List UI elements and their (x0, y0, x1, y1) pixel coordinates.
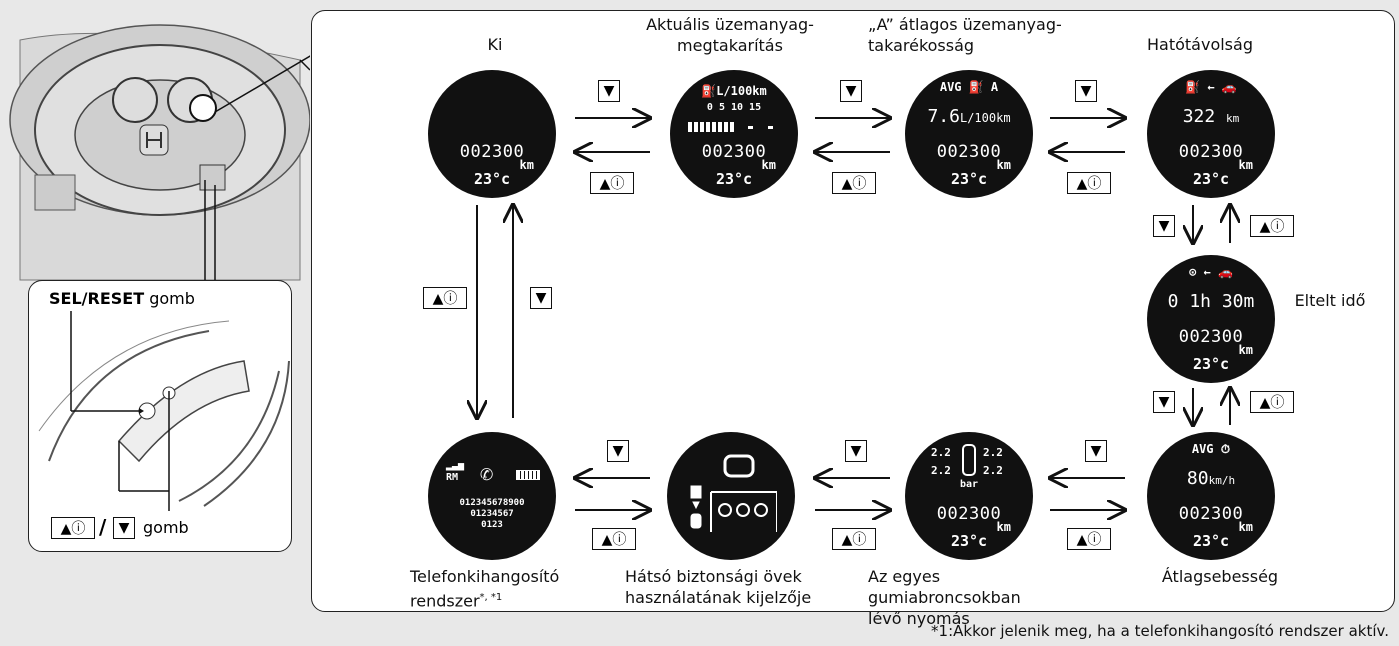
range-value: 322 km (1182, 106, 1240, 127)
up-info-button-icon: ▲ⓘ (423, 287, 467, 309)
down-button-icon: ▼ (1153, 215, 1175, 237)
temperature: 23°c (950, 532, 988, 550)
down-button-icon: ▼ (113, 517, 135, 539)
down-button-icon: ▼ (1075, 80, 1097, 102)
screen-aktualis: ⛽L/100km 0 5 10 15 002300 km 23°c (670, 70, 798, 198)
screen-ov (667, 432, 795, 560)
tire-pressure-rl: 2.2 (931, 464, 951, 477)
odometer-unit: km (761, 158, 776, 172)
screen-hatotav: ⛽ ← 🚗 322 km 002300 km 23°c (1147, 70, 1275, 198)
slash-separator: / (99, 515, 107, 539)
signal-icon: ▂▃▅ (446, 460, 465, 471)
screen-label-eltelt: Eltelt idő (1294, 291, 1366, 310)
odometer-unit: km (996, 158, 1011, 172)
down-button-icon: ▼ (845, 440, 867, 462)
tire-pressure-rr: 2.2 (983, 464, 1003, 477)
fuel-unit: ⛽L/100km (701, 84, 767, 98)
footnote: *1:Akkor jelenik meg, ha a telefonkihang… (931, 622, 1389, 640)
screen-atlagseb: AVG ⏱ 80km/h 002300 km 23°c (1147, 432, 1275, 560)
button-label: gomb (143, 518, 189, 537)
temperature: 23°c (950, 170, 988, 188)
down-button-icon: ▼ (1153, 391, 1175, 413)
up-info-button-icon: ▲ⓘ (592, 528, 636, 550)
odometer: 002300 (459, 142, 525, 162)
avg-a-header: AVG ⛽ A (939, 80, 999, 94)
up-info-button-icon: ▲ⓘ (590, 172, 634, 194)
tire-pressure-fl: 2.2 (931, 446, 951, 459)
avg-speed-header: AVG ⏱ (1191, 442, 1231, 456)
temperature: 23°c (715, 170, 753, 188)
pressure-unit: bar (959, 479, 979, 490)
car-top-icon (962, 444, 976, 476)
screen-eltelt: ⊙ ← 🚗 0 1h 30m 002300 km 23°c (1147, 255, 1275, 383)
odometer-unit: km (1238, 158, 1253, 172)
avg-fuel-value: 7.6L/100km (927, 106, 1011, 127)
phone-icon: ✆ (480, 462, 494, 487)
screen-ki: 002300 km 23°c (428, 70, 556, 198)
odometer: 002300 (1178, 142, 1244, 162)
odometer: 002300 (701, 142, 767, 162)
fuel-bar-graph (688, 122, 773, 132)
up-info-button-icon: ▲ⓘ (1067, 528, 1111, 550)
elapsed-time-value: 0 1h 30m (1167, 291, 1255, 312)
seatbelt-indicator-icon (690, 454, 777, 532)
screen-label-hatotav: Hatótávolság (1147, 35, 1253, 54)
steering-button-closeup (38, 311, 290, 511)
fuel-to-car-icon: ⛽ ← 🚗 (1185, 80, 1237, 94)
phone-digits-2: 01234567 (470, 509, 514, 519)
down-button-icon: ▼ (530, 287, 552, 309)
steering-wheel-illustration (9, 10, 310, 290)
screen-label-aktualis: Aktuális üzemanyag-megtakarítás (646, 15, 814, 55)
odometer: 002300 (936, 142, 1002, 162)
odometer-unit: km (1238, 343, 1253, 357)
temperature: 23°c (1192, 532, 1230, 550)
up-info-button-icon: ▲ⓘ (51, 517, 95, 539)
phone-digits-3: 0123 (481, 520, 503, 530)
up-info-button-icon: ▲ⓘ (1250, 391, 1294, 413)
clock-to-car-icon: ⊙ ← 🚗 (1189, 265, 1233, 279)
battery-icon (516, 470, 540, 480)
screen-label-ki: Ki (487, 35, 503, 54)
screen-atlagos: AVG ⛽ A 7.6L/100km 002300 km 23°c (905, 70, 1033, 198)
screen-gumi: 2.2 2.2 2.2 2.2 bar 002300 km 23°c (905, 432, 1033, 560)
screen-telefon: RM ▂▃▅ ✆ 012345678900 01234567 0123 (428, 432, 556, 560)
odometer: 002300 (1178, 327, 1244, 347)
odometer-unit: km (1238, 520, 1253, 534)
tire-pressure-fr: 2.2 (983, 446, 1003, 459)
up-info-button-icon: ▲ⓘ (1067, 172, 1111, 194)
screen-label-atlagseb: Átlagsebesség (1161, 567, 1279, 586)
down-button-icon: ▼ (840, 80, 862, 102)
temperature: 23°c (1192, 170, 1230, 188)
avg-speed-value: 80km/h (1186, 468, 1236, 489)
odometer-unit: km (996, 520, 1011, 534)
roaming-indicator: RM (446, 472, 459, 483)
odometer: 002300 (936, 504, 1002, 524)
down-button-icon: ▼ (607, 440, 629, 462)
up-info-button-icon: ▲ⓘ (1250, 215, 1294, 237)
temperature: 23°c (473, 170, 511, 188)
odometer: 002300 (1178, 504, 1244, 524)
phone-digits-1: 012345678900 (459, 498, 525, 508)
down-button-icon: ▼ (598, 80, 620, 102)
button-detail-panel: SEL/RESET gomb ▲ⓘ / ▼ gomb (28, 280, 292, 552)
sel-reset-label: SEL/RESET gomb (49, 289, 195, 308)
temperature: 23°c (1192, 355, 1230, 373)
screen-label-atlagos: „A” átlagos üzemanyag-takarékosság (868, 15, 1062, 55)
up-info-button-icon: ▲ⓘ (832, 172, 876, 194)
odometer-unit: km (519, 158, 534, 172)
down-button-icon: ▼ (1085, 440, 1107, 462)
fuel-scale: 0 5 10 15 (706, 102, 762, 113)
up-info-button-icon: ▲ⓘ (832, 528, 876, 550)
